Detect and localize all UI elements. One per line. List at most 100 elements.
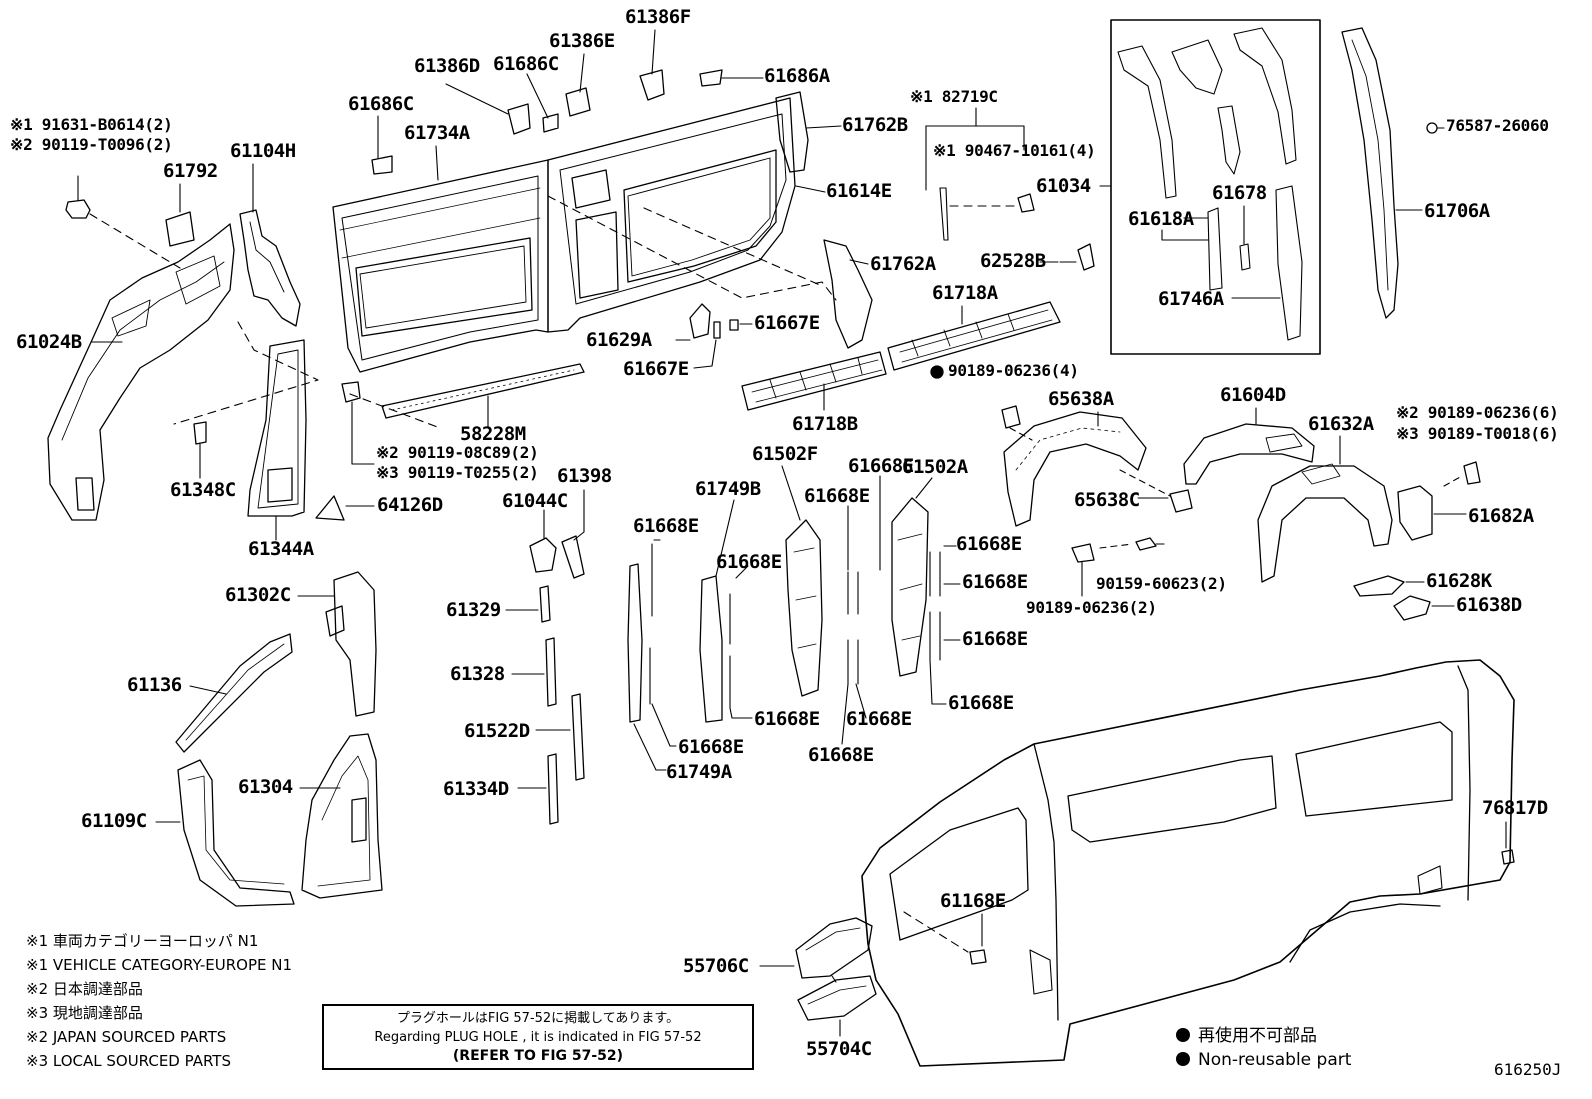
part-label-61668e-b3: 61668E bbox=[678, 736, 744, 758]
reinforcement-61718B bbox=[741, 351, 887, 411]
part-label-61024b: 61024B bbox=[16, 331, 82, 353]
part-label-61334d: 61334D bbox=[443, 778, 509, 800]
legend-line-3: ※2 日本調達部品 bbox=[26, 980, 143, 998]
non-reusable-dot-icon bbox=[1176, 1028, 1190, 1042]
part-label-x1-82719c: ※1 82719C bbox=[910, 87, 998, 106]
wheelhouse-61604D bbox=[1183, 423, 1315, 485]
strip-61328 bbox=[545, 637, 557, 707]
plate-61667E-a bbox=[729, 319, 739, 331]
non-reusable-en-text: Non-reusable part bbox=[1198, 1050, 1352, 1070]
clip-76817D bbox=[1501, 849, 1515, 865]
strip-61522D bbox=[571, 693, 585, 781]
part-label-61668e-r4: 61668E bbox=[948, 692, 1014, 714]
rail-61136 bbox=[175, 633, 293, 753]
bracket-61686C bbox=[542, 113, 559, 133]
pillar-61109C bbox=[177, 759, 295, 907]
part-label-x1-91631: ※1 91631-B0614(2) bbox=[10, 115, 173, 134]
part-label-61502a: 61502A bbox=[902, 456, 968, 478]
part-label-61762a: 61762A bbox=[870, 253, 936, 275]
bracket-61386F bbox=[639, 69, 665, 101]
part-label-61668e-top: 61668E bbox=[848, 455, 914, 477]
bolt-91631 bbox=[65, 199, 91, 219]
part-label-61604d: 61604D bbox=[1220, 384, 1286, 406]
bracket-61686C-small bbox=[371, 155, 393, 175]
part-label-61104h: 61104H bbox=[230, 140, 296, 162]
pillar-61304 bbox=[301, 733, 383, 899]
non-reusable-ja-text: 再使用不可部品 bbox=[1198, 1026, 1317, 1046]
part-label-61034: 61034 bbox=[1036, 175, 1091, 197]
part-label-61686c-a: 61686C bbox=[493, 53, 559, 75]
part-label-x3-90189-t0018: ※3 90189-T0018(6) bbox=[1396, 424, 1559, 443]
part-label-58228m: 58228M bbox=[460, 423, 526, 445]
part-label-61386f: 61386F bbox=[625, 6, 691, 28]
part-label-61386d: 61386D bbox=[414, 55, 480, 77]
part-label-55704c: 55704C bbox=[806, 1038, 872, 1060]
part-label-61682a: 61682A bbox=[1468, 505, 1534, 527]
legend-line-4: ※3 現地調達部品 bbox=[26, 1004, 143, 1022]
pillar-61749B bbox=[699, 575, 723, 723]
part-label-61328: 61328 bbox=[450, 663, 505, 685]
grommet-61168E bbox=[969, 949, 987, 965]
bracket-61386D bbox=[507, 103, 531, 135]
part-label-61668e-b4: 61668E bbox=[808, 744, 874, 766]
part-label-61686c-b: 61686C bbox=[348, 93, 414, 115]
part-label-61638d: 61638D bbox=[1456, 594, 1522, 616]
reinforcement-61718A bbox=[887, 301, 1061, 371]
part-label-61746a: 61746A bbox=[1158, 288, 1224, 310]
part-label-61734a: 61734A bbox=[404, 122, 470, 144]
legend-line-1: ※1 車両カテゴリーヨーロッパ N1 bbox=[26, 932, 259, 950]
part-label-x1-90467: ※1 90467-10161(4) bbox=[933, 141, 1096, 160]
non-reusable-dot-icon bbox=[1176, 1052, 1190, 1066]
part-label-61668e-mid: 61668E bbox=[804, 485, 870, 507]
part-label-61668e-r2: 61668E bbox=[962, 571, 1028, 593]
part-label-65638a: 65638A bbox=[1048, 388, 1114, 410]
part-label-55706c: 55706C bbox=[683, 955, 749, 977]
strip-61329 bbox=[539, 585, 551, 623]
liner-65638A bbox=[1003, 411, 1147, 527]
clip-61348C bbox=[193, 421, 207, 445]
van-body bbox=[861, 659, 1515, 1067]
part-label-61502f: 61502F bbox=[752, 443, 818, 465]
part-label-76817d: 76817D bbox=[1482, 797, 1548, 819]
part-label-65638c: 65638C bbox=[1074, 489, 1140, 511]
shims-61668E bbox=[649, 543, 941, 709]
part-label-61668e-r3: 61668E bbox=[962, 628, 1028, 650]
pillar-61344A bbox=[247, 339, 307, 517]
inset-frame bbox=[1110, 19, 1321, 355]
bracket-55704C bbox=[797, 975, 877, 1021]
part-label-61792: 61792 bbox=[163, 160, 218, 182]
legend-line-5: ※2 JAPAN SOURCED PARTS bbox=[26, 1028, 227, 1046]
part-label-61749a: 61749A bbox=[666, 761, 732, 783]
part-label-90189-06236-2: 90189-06236(2) bbox=[1026, 598, 1157, 617]
pad-61792 bbox=[165, 211, 195, 247]
pillar-61706A bbox=[1341, 27, 1399, 319]
clip-90467 bbox=[1017, 193, 1035, 213]
part-label-61668e-b2: 61668E bbox=[846, 708, 912, 730]
clip-76587 bbox=[1426, 122, 1438, 134]
pillar-61302C bbox=[325, 571, 377, 717]
note-line-ref: (REFER TO FIG 57-52) bbox=[452, 1048, 624, 1064]
pillar-61502F bbox=[785, 519, 823, 697]
part-label-61762b: 61762B bbox=[842, 114, 908, 136]
gusset-64126D bbox=[315, 495, 345, 521]
bracket-61686A bbox=[699, 69, 723, 87]
part-label-61618a: 61618A bbox=[1128, 208, 1194, 230]
bolt-90119 bbox=[341, 381, 361, 403]
part-label-62528b: 62528B bbox=[980, 250, 1046, 272]
bracket-61398 bbox=[561, 535, 585, 579]
part-label-x2-90189-06236-6: ※2 90189-06236(6) bbox=[1396, 403, 1559, 422]
part-label-x2-90119-t0096: ※2 90119-T0096(2) bbox=[10, 135, 173, 154]
rail-58228M bbox=[381, 363, 585, 419]
bolt-90159 bbox=[1135, 537, 1157, 551]
part-label-61749b: 61749B bbox=[695, 478, 761, 500]
note-line-ja: プラグホールはFIG 57-52に掲載してあります。 bbox=[396, 1011, 680, 1026]
part-label-61109c: 61109C bbox=[81, 810, 147, 832]
part-label-61668e-l1: 61668E bbox=[633, 515, 699, 537]
part-label-90159-60623: 90159-60623(2) bbox=[1096, 574, 1227, 593]
quarter-panel-61024B bbox=[47, 223, 235, 521]
bracket-61629A bbox=[689, 303, 711, 339]
pillar-61104H bbox=[239, 209, 301, 327]
part-label-x3-90119-t0255: ※3 90119-T0255(2) bbox=[376, 463, 539, 482]
part-label-61678: 61678 bbox=[1212, 182, 1267, 204]
non-reusable-ja: 再使用不可部品 bbox=[1176, 1028, 1317, 1045]
